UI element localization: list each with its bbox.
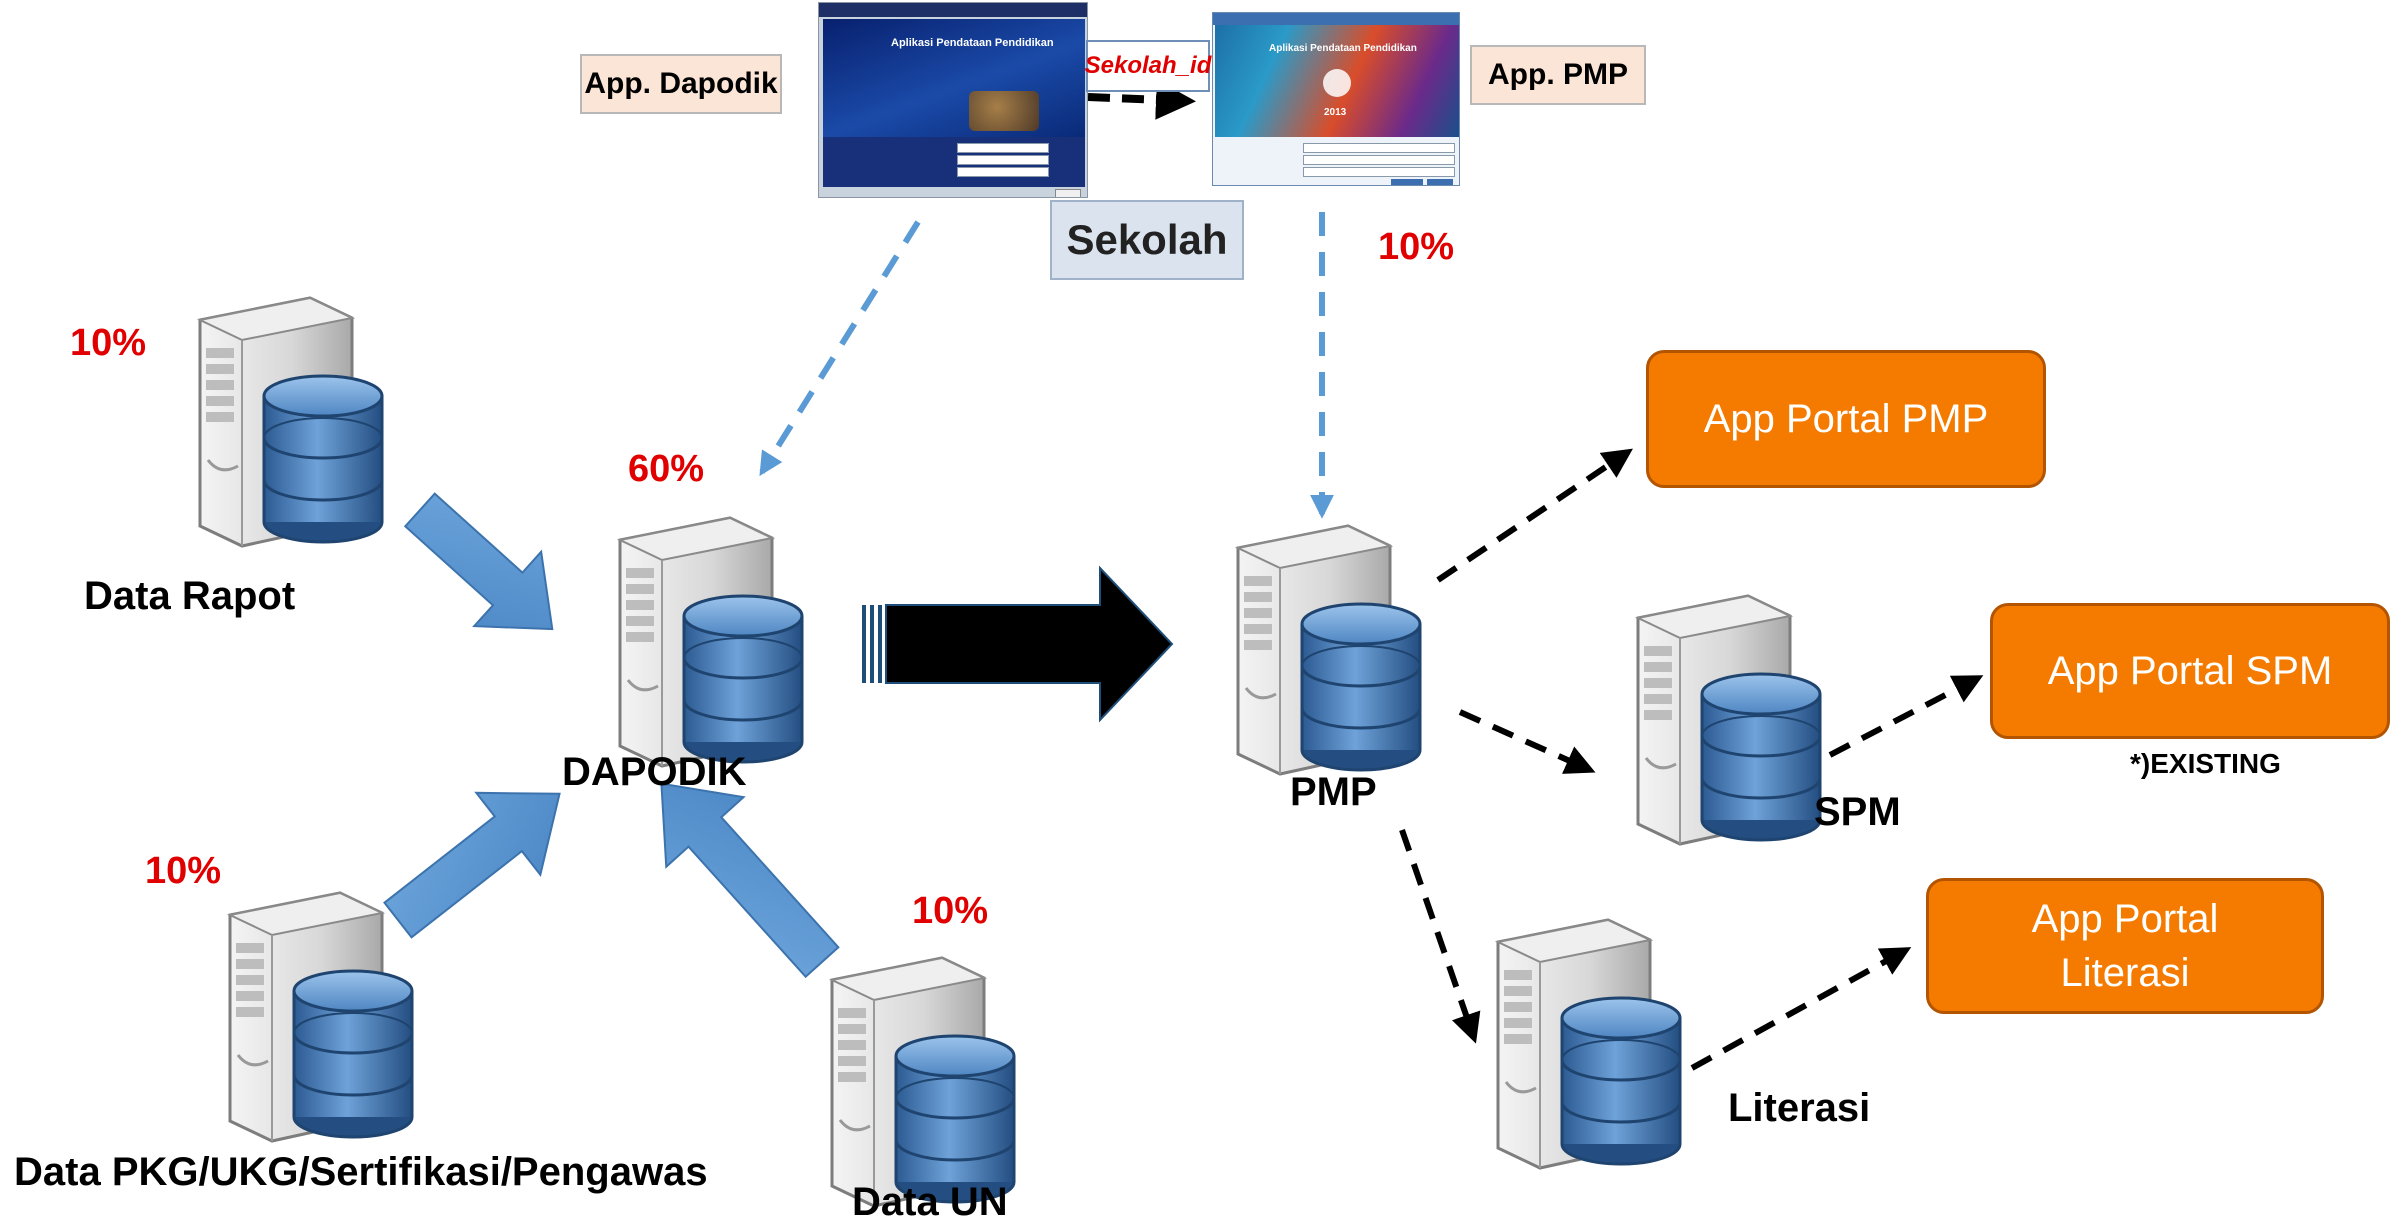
rapot-percent: 10% [70, 322, 147, 364]
dashed-pmp-to-literasi [1399, 829, 1481, 1044]
pmp-percent: 10% [1378, 226, 1455, 268]
arrow-pkg-to-dapodik [383, 791, 561, 939]
dapodik-app-tag: App. Dapodik [580, 54, 782, 114]
dashed-pmp-to-spm [1458, 709, 1596, 774]
dashed-pmp-to-portal-pmp [1436, 448, 1633, 583]
pmp-label: PMP [1290, 770, 1377, 814]
portal-pmp-box: App Portal PMP [1646, 350, 2046, 488]
arrow-dapodik-to-pmp [862, 565, 1174, 723]
server-spm-icon [1634, 594, 1822, 846]
portal-spm-box: App Portal SPM [1990, 603, 2390, 739]
dashed-dapodik-app-to-server [759, 220, 921, 477]
sekolah-id-box: Sekolah_id [1084, 40, 1212, 92]
pmp-screen-year: 2013 [1324, 107, 1347, 118]
arrow-un-to-dapodik [660, 782, 840, 979]
dashed-spm-to-portal-spm [1828, 675, 1984, 758]
pmp-app-label: App. PMP [1488, 58, 1628, 91]
rapot-label: Data Rapot [84, 574, 296, 618]
dashed-sekolah-id-link [1087, 79, 1196, 120]
sekolah-box: Sekolah [1050, 200, 1244, 280]
dapodik-app-screenshot: Aplikasi Pendataan Pendidikan [818, 2, 1088, 198]
server-pkg-icon [226, 891, 414, 1143]
dapodik-app-label: App. Dapodik [584, 67, 778, 100]
server-literasi-icon [1494, 918, 1682, 1170]
pmp-app-screenshot: Aplikasi Pendataan Pendidikan 2013 [1212, 12, 1460, 186]
portal-literasi-label-line1: App Portal [2031, 897, 2219, 941]
portal-spm-label: App Portal SPM [2047, 649, 2333, 693]
sekolah-label: Sekolah [1066, 216, 1228, 263]
pkg-label: Data PKG/UKG/Sertifikasi/Pengawas [14, 1150, 708, 1194]
dapodik-label: DAPODIK [562, 750, 747, 794]
arrow-rapot-to-dapodik [403, 492, 554, 631]
pmp-app-tag: App. PMP [1470, 45, 1646, 105]
portal-pmp-label: App Portal PMP [1703, 397, 1989, 441]
server-pmp-icon [1234, 524, 1422, 776]
server-dapodik-icon [616, 516, 804, 768]
existing-note: *)EXISTING [2130, 748, 2281, 779]
server-rapot-icon [196, 296, 384, 548]
dashed-literasi-to-portal-literasi [1690, 947, 1912, 1071]
server-un-icon [828, 956, 1016, 1208]
spm-label: SPM [1814, 790, 1901, 834]
portal-literasi-box: App Portal Literasi [1926, 878, 2324, 1014]
un-percent: 10% [912, 890, 989, 932]
literasi-label: Literasi [1728, 1086, 1871, 1130]
dapodik-percent: 60% [628, 448, 705, 490]
pmp-screen-title: Aplikasi Pendataan Pendidikan [1269, 43, 1417, 54]
un-label: Data UN [852, 1180, 1008, 1224]
dapodik-screen-title: Aplikasi Pendataan Pendidikan [891, 37, 1054, 49]
sekolah-id-label: Sekolah_id [1084, 52, 1212, 79]
portal-literasi-label-line2: Literasi [2060, 951, 2190, 995]
pkg-percent: 10% [145, 850, 222, 892]
